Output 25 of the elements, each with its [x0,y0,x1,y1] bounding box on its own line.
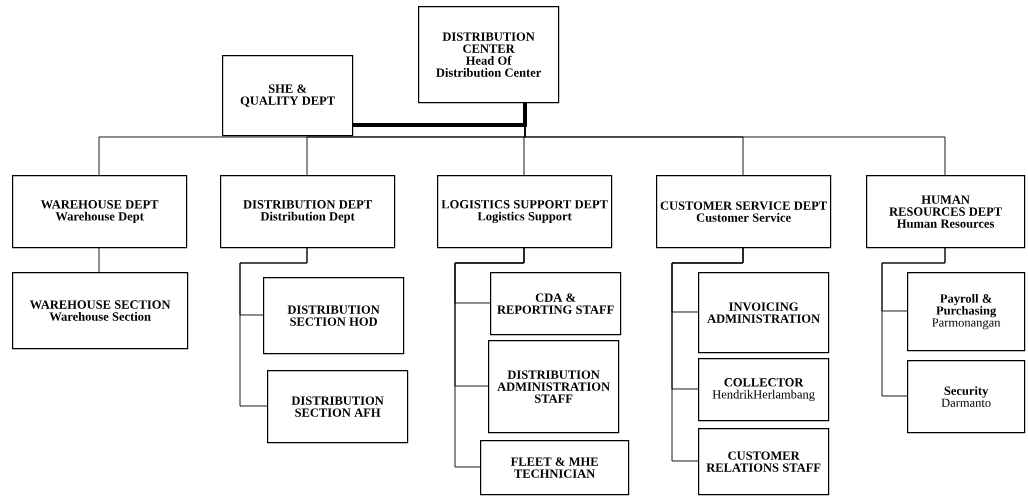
org-box: Security Darmanto [907,360,1026,434]
org-box: INVOICING ADMINISTRATION [698,272,830,354]
connector-line [98,246,100,273]
connector-line [454,246,525,468]
org-box: DISTRIBUTION CENTER Head Of Distribution Center [418,6,560,104]
org-box: DISTRIBUTION DEPT Distribution Dept [220,175,396,249]
org-box: FLEET & MHE TECHNICIAN [480,440,630,496]
org-box: LOGISTICS SUPPORT DEPT Logistics Support [437,175,613,249]
org-box: CDA & REPORTING STAFF [490,272,622,336]
org-box: CUSTOMER RELATIONS STAFF [698,428,830,496]
org-box: WAREHOUSE DEPT Warehouse Dept [12,175,188,249]
org-box: WAREHOUSE SECTION Warehouse Section [12,272,189,350]
org-box: COLLECTOR HendrikHerlambang [698,358,830,422]
org-box: Payroll & Purchasing Parmonangan [907,272,1026,352]
org-box: DISTRIBUTION ADMINISTRATION STAFF [488,340,620,434]
connector-line [881,246,946,397]
connector-line [524,101,946,176]
org-box: HUMAN RESOURCES DEPT Human Resources [866,175,1026,249]
org-box: CUSTOMER SERVICE DEPT Customer Service [656,175,832,249]
connector-line [239,246,308,407]
org-box: DISTRIBUTION SECTION HOD [263,277,405,355]
connector-line [352,102,527,127]
org-box: DISTRIBUTION SECTION AFH [267,370,409,444]
org-box: SHE & QUALITY DEPT [222,55,354,137]
connector-line [671,246,744,462]
